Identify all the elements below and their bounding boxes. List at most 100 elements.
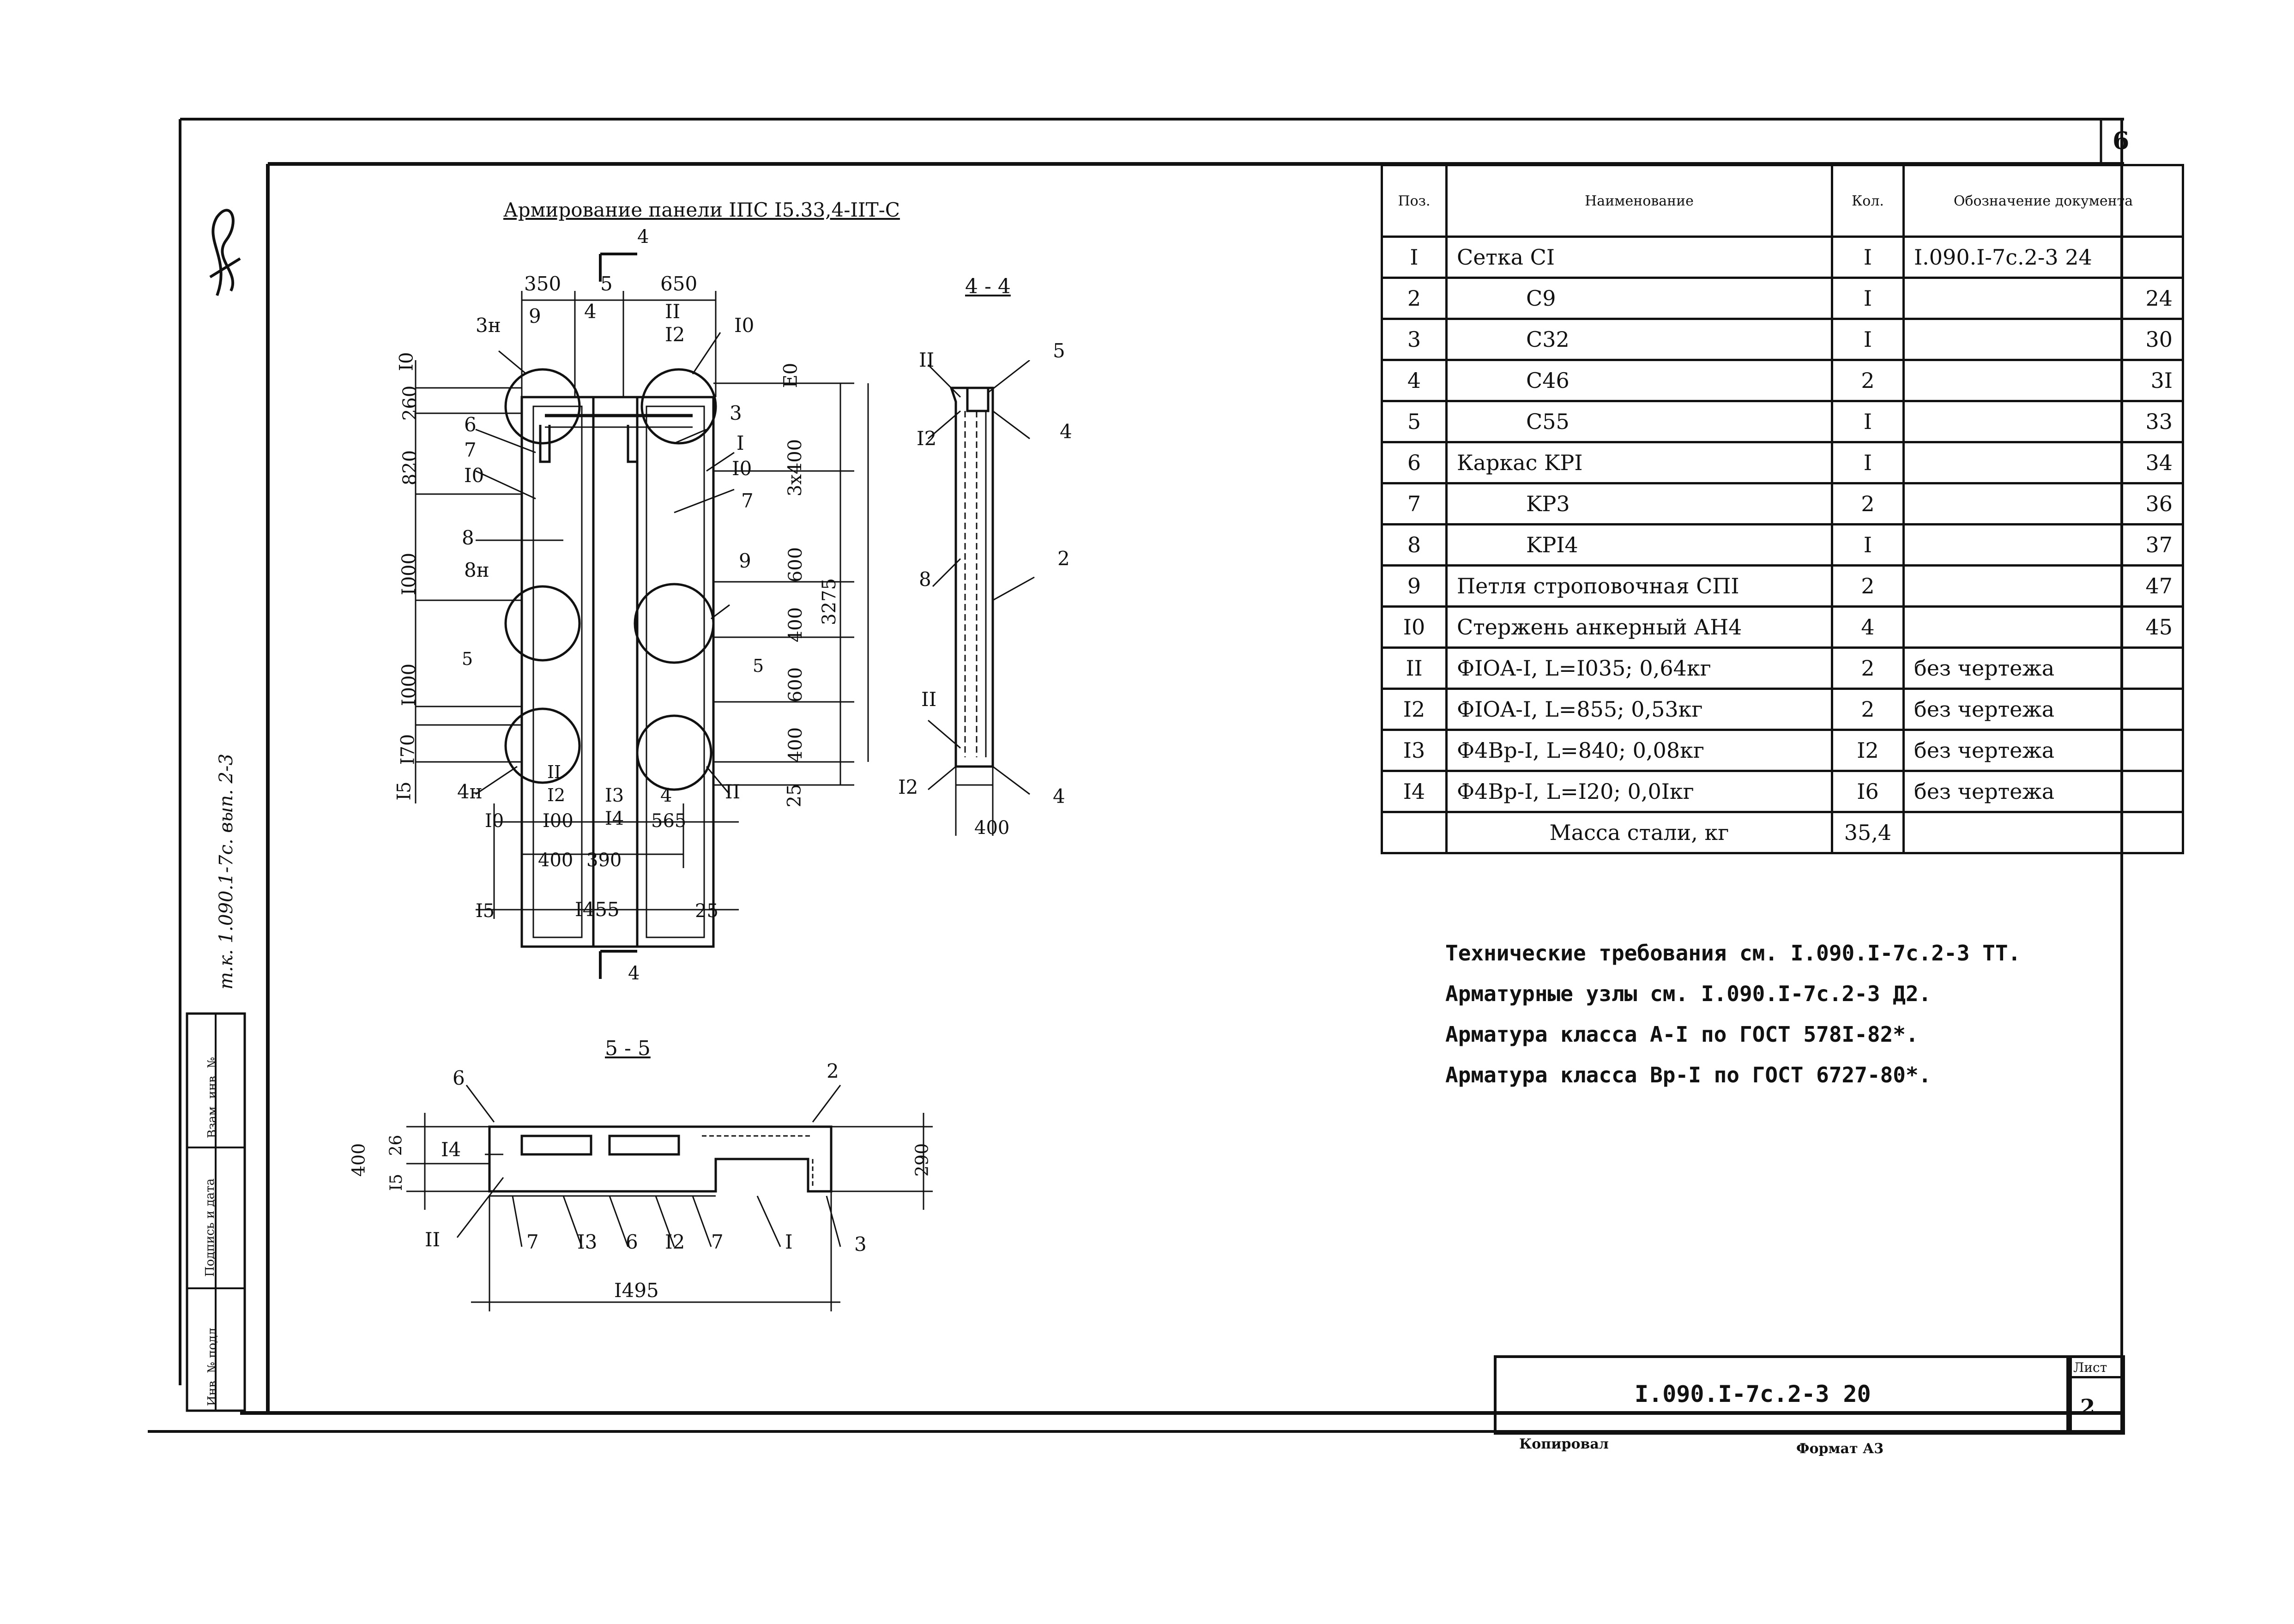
spec-cell-name: KPI4 xyxy=(1445,523,1833,567)
callout-11-right-bottom: II xyxy=(725,780,741,803)
dim-left-10: I0 xyxy=(396,352,417,371)
spec-cell-name: Каркас KPI xyxy=(1445,441,1833,484)
total-value: 35,4 xyxy=(1831,811,1905,854)
spec-cell-name: C46 xyxy=(1445,359,1833,402)
spec-cell-pos: 6 xyxy=(1381,441,1448,484)
dim-right-25: 25 xyxy=(784,784,805,808)
stamp-replaces-inv: Взам. инв. № xyxy=(205,1057,219,1138)
s44-callout-4-bottom: 4 xyxy=(1053,785,1065,808)
title-block xyxy=(1494,1355,2072,1435)
dim-right-e0: E0 xyxy=(780,362,802,388)
spec-cell-doc: 34 xyxy=(1902,441,2184,484)
spec-cell-name: Петля строповочная СПI xyxy=(1445,564,1833,608)
callout-3: 3 xyxy=(730,402,742,424)
sheet-label: Лист xyxy=(2073,1360,2107,1375)
sheet-format: Формат А3 xyxy=(1796,1441,1884,1457)
spec-cell-qty: I2 xyxy=(1831,729,1905,772)
dim-bottom-390: 390 xyxy=(586,850,622,871)
callout-14: I4 xyxy=(605,808,624,829)
spec-cell-pos: 3 xyxy=(1381,318,1448,361)
specification-table: Поз. Наименование Кол. Обозначение докум… xyxy=(1381,164,2184,854)
spec-cell-pos: I0 xyxy=(1381,605,1448,649)
callout-11-bottom: II xyxy=(547,762,561,782)
callout-5-right: 5 xyxy=(753,656,764,676)
spec-cell-doc: 30 xyxy=(1902,318,2184,361)
spec-cell-doc: 37 xyxy=(1902,523,2184,567)
s55-callout-7a: 7 xyxy=(526,1231,539,1253)
document-code: I.090.I-7с.2-3 20 xyxy=(1635,1381,1871,1407)
spec-cell-name: ФIOA-I, L=855; 0,53кг xyxy=(1445,688,1833,731)
spec-cell-name: Ф4Вр-I, L=I20; 0,0Iкг xyxy=(1445,770,1833,813)
dim-left-15: I5 xyxy=(393,781,415,801)
spec-cell-pos: 4 xyxy=(1381,359,1448,402)
callout-11-top: II xyxy=(665,300,681,323)
dim-right-600a: 600 xyxy=(785,547,807,583)
header-doc: Обозначение документа xyxy=(1902,164,2184,238)
callout-4-bottom: 4 xyxy=(660,785,672,806)
s44-callout-4-top: 4 xyxy=(1060,420,1072,443)
spec-cell-doc: 24 xyxy=(1902,277,2184,320)
spec-cell-qty: I xyxy=(1831,277,1905,320)
callout-10-left: I0 xyxy=(464,464,484,487)
header-qty: Кол. xyxy=(1831,164,1905,238)
header-name: Наименование xyxy=(1445,164,1833,238)
callout-10-top: I0 xyxy=(734,314,755,337)
spec-cell-doc: 36 xyxy=(1902,482,2184,525)
spec-cell-pos: I xyxy=(1381,235,1448,279)
spec-total-row: Масса стали, кг 35,4 xyxy=(1381,811,2184,854)
section-44-view xyxy=(927,360,1035,836)
s55-dim-290: 290 xyxy=(912,1143,932,1177)
spec-cell-pos: 2 xyxy=(1381,277,1448,320)
spec-cell-pos: 9 xyxy=(1381,564,1448,608)
s44-dim-400: 400 xyxy=(974,817,1010,839)
total-label: Масса стали, кг xyxy=(1445,811,1833,854)
spec-cell-name: C55 xyxy=(1445,400,1833,443)
spec-header-row: Поз. Наименование Кол. Обозначение докум… xyxy=(1381,164,2184,238)
spec-cell-pos: I4 xyxy=(1381,770,1448,813)
s55-dim-400: 400 xyxy=(348,1143,369,1177)
spec-cell-qty: 2 xyxy=(1831,482,1905,525)
dim-right-600b: 600 xyxy=(785,667,807,703)
stamp-inv-original: Инв. № подл. xyxy=(205,1324,219,1406)
sheet-number: 2 xyxy=(2080,1395,2095,1419)
callout-12-top: I2 xyxy=(665,323,685,346)
dim-left-1000b: I000 xyxy=(398,663,420,706)
spec-cell-qty: I6 xyxy=(1831,770,1905,813)
sheet-number-box xyxy=(2066,1355,2125,1435)
dim-right-400b: 400 xyxy=(785,727,807,763)
s55-dim-1495: I495 xyxy=(614,1279,659,1302)
spec-cell-qty: 2 xyxy=(1831,564,1905,608)
spec-cell-qty: I xyxy=(1831,523,1905,567)
callout-10-right: I0 xyxy=(732,457,752,480)
callout-5: 5 xyxy=(600,272,613,295)
spec-cell-pos: I2 xyxy=(1381,688,1448,731)
s55-callout-14: I4 xyxy=(441,1138,461,1161)
dim-total-3275: 3275 xyxy=(818,578,840,625)
dim-left-820: 820 xyxy=(399,450,421,486)
callout-9-right: 9 xyxy=(739,549,751,572)
s55-callout-6: 6 xyxy=(453,1067,465,1089)
s55-callout-12: I2 xyxy=(665,1231,685,1253)
spec-cell-doc: без чертежа xyxy=(1902,646,2184,690)
s55-callout-6b: 6 xyxy=(626,1231,638,1253)
header-pos: Поз. xyxy=(1381,164,1448,238)
callout-13: I3 xyxy=(605,785,624,806)
spec-cell-qty: I xyxy=(1831,400,1905,443)
spec-cell-doc: без чертежа xyxy=(1902,729,2184,772)
corner-number: 6 xyxy=(2113,127,2130,155)
spec-cell-qty: I xyxy=(1831,441,1905,484)
total-doc-empty xyxy=(1902,811,2184,854)
dim-right-400a: 400 xyxy=(785,607,807,643)
dim-right-3x400: 3x400 xyxy=(785,439,806,497)
